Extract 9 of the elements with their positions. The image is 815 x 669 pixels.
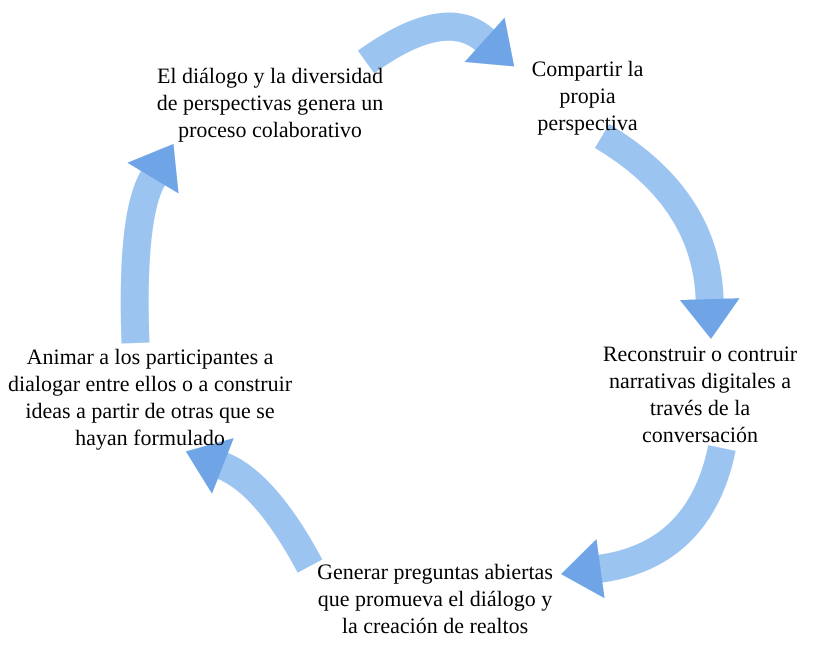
curved-arrow [594, 124, 740, 339]
step-text: Animar a los participantes a dialogar entre ellos o a construir ideas a partir de otras que se hayan formulado [5, 343, 295, 451]
step-text: El diálogo y la diversidad de perspectivas genera un proceso colaborativo [150, 62, 390, 143]
curved-arrow [186, 438, 322, 573]
step-text: Reconstruir o contruir narrativas digitales a través de la conversación [590, 340, 810, 448]
curved-arrow [120, 142, 180, 344]
step-text: Generar preguntas abiertas que promueva el diálogo y la creación de realtos [310, 558, 560, 639]
step-text: Compartir la propia perspectiva [515, 55, 660, 136]
curved-arrow [358, 12, 516, 74]
